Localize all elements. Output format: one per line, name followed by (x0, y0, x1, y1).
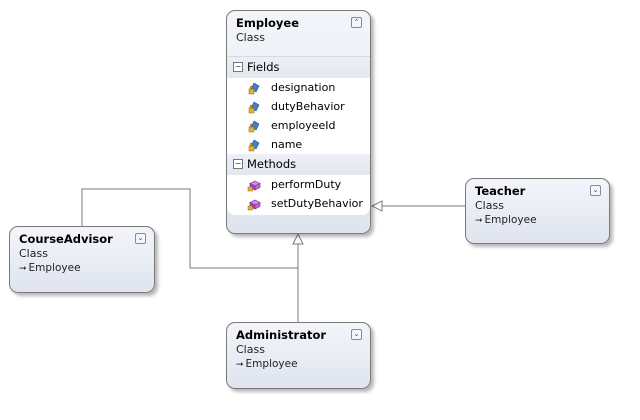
class-name: Administrator (236, 328, 327, 342)
class-courseadvisor-header: CourseAdvisor Class ➞Employee ⌄ (10, 227, 154, 281)
inheritance-arrow-icon: ➞ (236, 360, 244, 370)
inheritance-arrowhead-bottom (292, 232, 304, 245)
method-item[interactable]: setDutyBehavior (227, 194, 370, 213)
field-name: name (271, 138, 303, 151)
collapse-chevron-icon[interactable]: ⌃ (351, 17, 362, 28)
base-class-name: Employee (245, 358, 298, 370)
base-class: ➞Employee (236, 357, 361, 372)
field-lock-icon (248, 139, 260, 151)
base-class: ➞Employee (19, 261, 145, 276)
method-lock-icon (247, 180, 261, 191)
expand-chevron-icon[interactable]: ⌄ (351, 329, 362, 340)
field-lock-icon (248, 101, 260, 113)
collapse-section-icon[interactable]: − (233, 61, 243, 72)
class-name: CourseAdvisor (19, 232, 113, 246)
expand-chevron-icon[interactable]: ⌄ (590, 185, 601, 196)
class-name: Employee (236, 16, 300, 30)
class-courseadvisor[interactable]: CourseAdvisor Class ➞Employee ⌄ (9, 226, 155, 293)
field-item[interactable]: dutyBehavior (227, 97, 370, 116)
inheritance-arrow-icon: ➞ (475, 216, 483, 226)
field-name: dutyBehavior (271, 100, 345, 113)
class-kind: Class (236, 31, 265, 44)
class-administrator[interactable]: Administrator Class ➞Employee ⌄ (226, 322, 371, 389)
class-kind: Class (475, 199, 504, 212)
connector-courseadvisor-employee (81, 188, 298, 269)
collapse-section-icon[interactable]: − (233, 158, 243, 169)
field-item[interactable]: employeeId (227, 116, 370, 135)
field-item[interactable]: designation (227, 78, 370, 97)
field-item[interactable]: name (227, 135, 370, 154)
class-teacher-header: Teacher Class ➞Employee ⌄ (466, 179, 609, 233)
class-teacher[interactable]: Teacher Class ➞Employee ⌄ (465, 178, 610, 244)
class-kind: Class (236, 343, 265, 356)
class-administrator-header: Administrator Class ➞Employee ⌄ (227, 323, 370, 377)
class-name: Teacher (475, 184, 526, 198)
field-name: employeeId (271, 119, 336, 132)
section-label: Fields (247, 60, 280, 74)
inheritance-arrowhead-right (370, 200, 383, 212)
method-name: performDuty (271, 178, 342, 191)
class-kind: Class (19, 247, 48, 260)
method-item[interactable]: performDuty (227, 175, 370, 194)
method-name: setDutyBehavior (271, 197, 363, 210)
field-lock-icon (248, 120, 260, 132)
class-members: −Fields designation dutyBehavior employe… (227, 56, 370, 215)
field-lock-icon (248, 82, 260, 94)
section-label: Methods (247, 157, 297, 171)
base-class-name: Employee (484, 214, 537, 226)
field-name: designation (271, 81, 336, 94)
methods-section-header[interactable]: −Methods (227, 154, 370, 175)
class-employee-header: Employee Class ⌃ (227, 11, 370, 50)
base-class-name: Employee (28, 262, 81, 274)
fields-section-header[interactable]: −Fields (227, 57, 370, 78)
base-class: ➞Employee (475, 213, 600, 228)
inheritance-arrow-icon: ➞ (19, 264, 27, 274)
method-lock-icon (247, 199, 261, 210)
class-employee[interactable]: Employee Class ⌃ −Fields designation dut… (226, 10, 371, 234)
expand-chevron-icon[interactable]: ⌄ (135, 233, 146, 244)
